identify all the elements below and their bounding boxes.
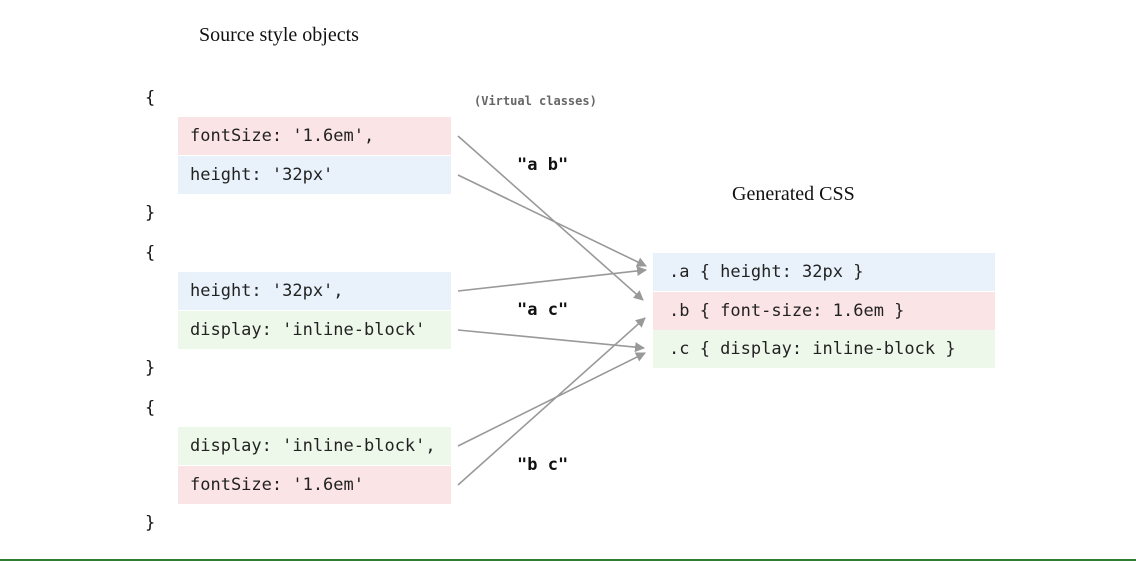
arrow-obj3-fontsize-to-b <box>457 317 646 486</box>
object-2-height-line: height: '32px', <box>178 272 451 310</box>
bottom-divider <box>0 559 1136 561</box>
generated-title: Generated CSS <box>732 183 855 205</box>
generated-css-c: .c { display: inline-block } <box>653 330 995 368</box>
generated-css-b: .b { font-size: 1.6em } <box>653 292 995 330</box>
object-1-open-brace: { <box>145 88 156 108</box>
object-1-height-line: height: '32px' <box>178 156 451 194</box>
generated-css-a: .a { height: 32px } <box>653 253 995 291</box>
arrow-obj2-height-to-a <box>457 266 647 292</box>
object-3-close-brace: } <box>145 513 156 533</box>
object-3-open-brace: { <box>145 398 156 418</box>
object-3-display-line: display: 'inline-block', <box>178 427 451 465</box>
arrow-obj1-fontsize-to-b <box>457 135 644 301</box>
object-3-fontsize-line: fontSize: '1.6em' <box>178 466 451 504</box>
source-title: Source style objects <box>199 24 359 46</box>
object-1-fontsize-line: fontSize: '1.6em', <box>178 117 451 155</box>
arrow-obj3-display-to-c <box>457 352 646 447</box>
object-2-display-line: display: 'inline-block' <box>178 311 451 349</box>
virtual-classes-note: (Virtual classes) <box>474 94 597 108</box>
virtual-label-ab: "a b" <box>517 155 569 175</box>
virtual-label-bc: "b c" <box>517 455 569 475</box>
object-2-close-brace: } <box>145 358 156 378</box>
virtual-label-ac: "a c" <box>517 300 569 320</box>
arrow-obj1-height-to-a <box>457 174 647 267</box>
arrow-obj2-display-to-c <box>457 329 645 353</box>
object-2-open-brace: { <box>145 243 156 263</box>
object-1-close-brace: } <box>145 203 156 223</box>
